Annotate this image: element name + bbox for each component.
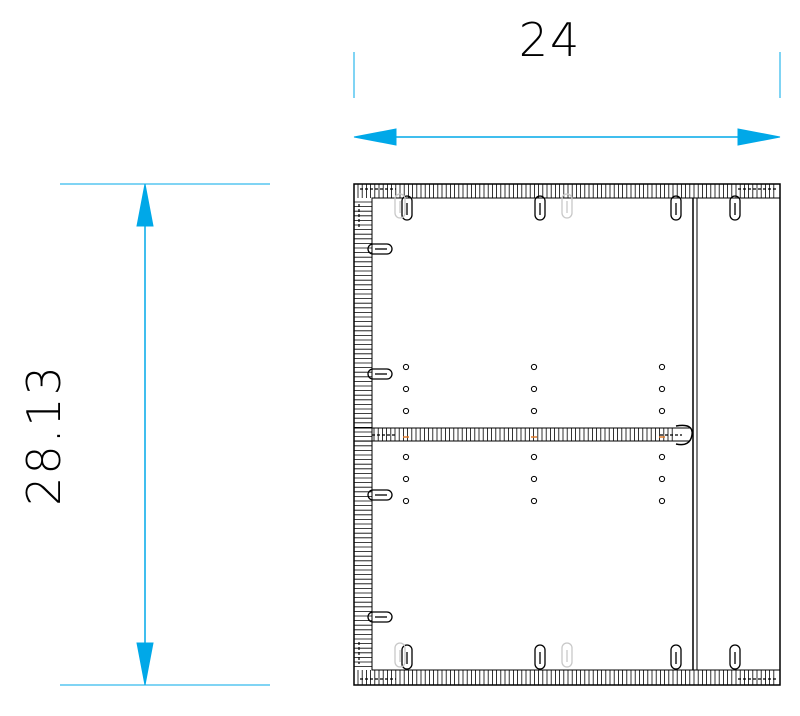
hanging-slot — [670, 644, 682, 670]
pin-hole — [402, 407, 410, 415]
hanging-slot — [367, 368, 393, 380]
width-dimension — [353, 52, 781, 146]
hanging-slot — [367, 243, 393, 255]
pin-hole — [658, 407, 666, 415]
width-label: 24 — [519, 13, 582, 67]
slot-outline — [394, 193, 406, 219]
pin-hole — [658, 497, 666, 505]
hanging-slot — [367, 489, 393, 501]
pin-hole — [530, 475, 538, 483]
pin-hole — [658, 363, 666, 371]
pin-hole — [402, 475, 410, 483]
slot-outline — [729, 644, 741, 670]
shelf-clip — [675, 424, 693, 446]
pin-hole — [402, 385, 410, 393]
height-arrow-top — [136, 183, 154, 227]
shelf-pin-holes — [402, 363, 666, 505]
height-arrow-bottom — [136, 642, 154, 686]
pin-hole — [530, 497, 538, 505]
top-panel-hatching — [357, 184, 775, 198]
bottom-panel-hatching — [357, 670, 775, 685]
slot-outline — [729, 195, 741, 221]
slot-outline — [367, 611, 393, 623]
slot-outline — [561, 642, 573, 668]
pin-hole — [530, 453, 538, 461]
slot-outline — [670, 195, 682, 221]
hanging-slot — [367, 611, 393, 623]
pin-hole — [402, 453, 410, 461]
ghost-connector — [561, 193, 573, 219]
pin-hole — [658, 475, 666, 483]
pin-hole — [530, 363, 538, 371]
hanging-slot — [729, 644, 741, 670]
width-arrow-right — [737, 128, 781, 146]
left-hanging-slots — [367, 243, 393, 623]
pin-hole — [658, 385, 666, 393]
shelf-hatching — [373, 428, 673, 441]
hanging-slot — [534, 644, 546, 670]
pin-hole — [530, 385, 538, 393]
slot-outline — [534, 644, 546, 670]
ghost-hardware — [394, 193, 573, 668]
pin-hole — [530, 407, 538, 415]
pin-hole — [402, 497, 410, 505]
cabinet-inner-frame — [371, 197, 781, 671]
cabinet — [353, 183, 781, 686]
slot-outline — [670, 644, 682, 670]
hanging-slot — [729, 195, 741, 221]
height-dimension — [60, 183, 270, 686]
height-label: 28.13 — [17, 364, 71, 506]
ghost-connector — [561, 642, 573, 668]
ghost-connector — [394, 193, 406, 219]
slot-outline — [367, 368, 393, 380]
shelf — [354, 424, 693, 446]
ghost-connector — [394, 642, 406, 668]
slot-outline — [534, 195, 546, 221]
width-arrow-left — [353, 128, 397, 146]
slot-outline — [367, 243, 393, 255]
pin-hole — [658, 453, 666, 461]
slot-outline — [367, 489, 393, 501]
hanging-slot — [534, 195, 546, 221]
slot-outline — [394, 642, 406, 668]
slot-outline — [561, 193, 573, 219]
hanging-slot — [670, 195, 682, 221]
corner-fittings — [358, 188, 776, 680]
left-panel-hatching — [354, 201, 372, 667]
pin-hole — [402, 363, 410, 371]
